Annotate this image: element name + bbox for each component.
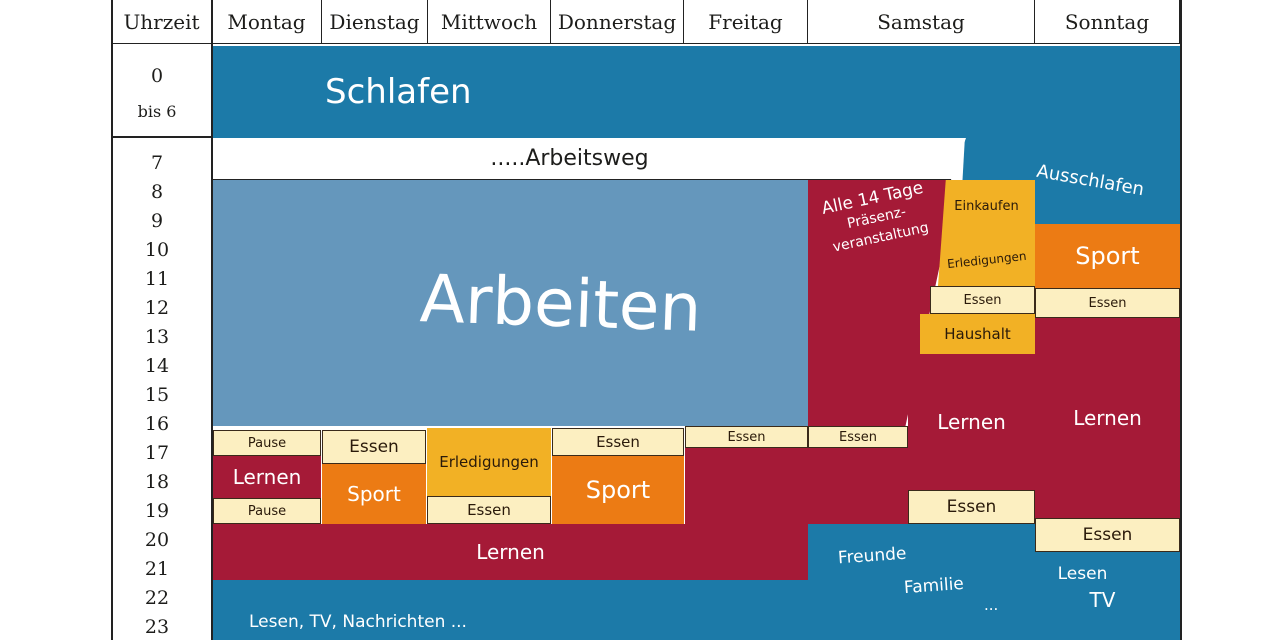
block-lernen-montag: Lernen <box>213 456 321 498</box>
block-arbeitsweg: .....Arbeitsweg <box>213 138 966 180</box>
block-sport-donnerstag: Sport <box>552 456 684 524</box>
label-essen: Essen <box>839 429 877 445</box>
block-lesen-tv-nachrichten: Lesen, TV, Nachrichten ... <box>213 580 808 640</box>
block-essen-samstag-nachmittag: Essen <box>808 426 908 448</box>
label-arbeitsweg: .....Arbeitsweg <box>490 146 649 171</box>
block-lernen-sonntag: Lernen <box>1035 318 1180 518</box>
hour-label: 10 <box>144 239 170 261</box>
label-pause: Pause <box>247 503 287 519</box>
header-day-dienstag: Dienstag <box>322 0 428 44</box>
header-day-samstag: Samstag <box>808 0 1035 44</box>
label-einkaufen: Einkaufen <box>954 199 1019 215</box>
block-abend-background <box>685 448 908 524</box>
hour-night-to: bis 6 <box>137 102 177 121</box>
label-pause: Pause <box>247 435 287 451</box>
header-day-mittwoch: Mittwoch <box>428 0 551 44</box>
block-haushalt: Haushalt <box>920 314 1035 354</box>
header-day-freitag: Freitag <box>684 0 808 44</box>
block-essen-samstag-abend: Essen <box>908 490 1035 524</box>
block-essen-freitag: Essen <box>685 426 808 448</box>
label-essen: Essen <box>1088 295 1127 311</box>
grid-right-border <box>1180 0 1182 640</box>
hour-night-from: 0 <box>150 65 164 87</box>
hour-label: 13 <box>144 326 170 348</box>
grid-left-border <box>111 0 113 640</box>
label-sport-donnerstag: Sport <box>585 476 651 504</box>
label-lesen: Lesen <box>1057 564 1108 584</box>
block-schlafen: Schlafen <box>213 46 1180 138</box>
block-pause-montag-1: Pause <box>213 430 321 456</box>
header-day-donnerstag: Donnerstag <box>551 0 684 44</box>
hour-label: 14 <box>144 355 170 377</box>
block-freunde-familie: Freunde Familie ... <box>808 524 1035 640</box>
label-essen: Essen <box>1082 525 1133 545</box>
block-essen-samstag-mittag: Essen <box>930 286 1035 314</box>
block-essen-mittwoch: Essen <box>427 496 551 524</box>
block-sport-dienstag: Sport <box>322 464 426 524</box>
block-pause-montag-2: Pause <box>213 498 321 524</box>
header-day-montag: Montag <box>212 0 322 44</box>
block-erledigungen-mittwoch: Erledigungen <box>427 428 551 496</box>
grid-time-divider <box>211 0 213 640</box>
block-essen-sonntag-mittag: Essen <box>1035 288 1180 318</box>
label-lernen-samstag: Lernen <box>937 410 1006 434</box>
block-einkaufen-erledigungen: Einkaufen Erledigungen <box>938 180 1035 286</box>
label-haushalt: Haushalt <box>944 325 1011 343</box>
hour-label: 12 <box>144 297 170 319</box>
hour-label: 7 <box>150 152 164 174</box>
hour-label: 11 <box>144 268 170 290</box>
label-essen: Essen <box>963 292 1002 308</box>
label-lernen-montag: Lernen <box>232 465 302 489</box>
label-lernen-woche: Lernen <box>476 540 545 564</box>
label-lernen-sonntag: Lernen <box>1073 406 1142 430</box>
label-familie: Familie <box>903 573 965 599</box>
header-uhrzeit: Uhrzeit <box>112 0 212 44</box>
block-lernen-samstag: Lernen <box>908 354 1035 490</box>
label-erledigungen-mittwoch: Erledigungen <box>439 453 539 471</box>
label-essen: Essen <box>946 497 997 517</box>
label-sport-dienstag: Sport <box>347 482 401 506</box>
label-sport-sonntag: Sport <box>1075 242 1140 270</box>
header-day-sonntag: Sonntag <box>1035 0 1180 44</box>
block-lesen-tv-sonntag: Lesen TV <box>1035 552 1180 640</box>
hour-label: 19 <box>144 500 170 522</box>
label-ausschlafen: Ausschlafen <box>1034 160 1146 200</box>
hour-label: 22 <box>144 587 170 609</box>
block-essen-donnerstag: Essen <box>552 428 684 456</box>
hour-label: 8 <box>150 181 164 203</box>
grid-night-divider <box>112 136 212 138</box>
hour-label: 16 <box>144 413 170 435</box>
hour-label: 20 <box>144 529 170 551</box>
label-essen: Essen <box>467 501 511 519</box>
label-schlafen: Schlafen <box>325 72 472 112</box>
hour-label: 9 <box>150 210 164 232</box>
hour-label: 15 <box>144 384 170 406</box>
label-tv: TV <box>1089 588 1116 612</box>
hour-label: 18 <box>144 471 170 493</box>
label-dots: ... <box>984 596 999 614</box>
block-lernen-woche: Lernen <box>213 524 808 580</box>
block-arbeiten: Arbeiten <box>213 180 809 426</box>
block-sport-sonntag: Sport <box>1035 224 1180 288</box>
hour-label: 23 <box>144 616 170 638</box>
block-essen-sonntag-abend: Essen <box>1035 518 1180 552</box>
hour-label: 17 <box>144 442 170 464</box>
hour-label: 21 <box>144 558 170 580</box>
label-essen: Essen <box>349 437 399 457</box>
block-essen-dienstag: Essen <box>322 430 426 464</box>
label-lesen-tv-nachrichten: Lesen, TV, Nachrichten ... <box>249 612 467 632</box>
label-essen: Essen <box>727 429 766 445</box>
label-essen: Essen <box>596 433 640 451</box>
label-arbeiten: Arbeiten <box>419 259 703 347</box>
label-freunde: Freunde <box>837 543 908 569</box>
label-erledigungen-samstag: Erledigungen <box>946 248 1027 271</box>
